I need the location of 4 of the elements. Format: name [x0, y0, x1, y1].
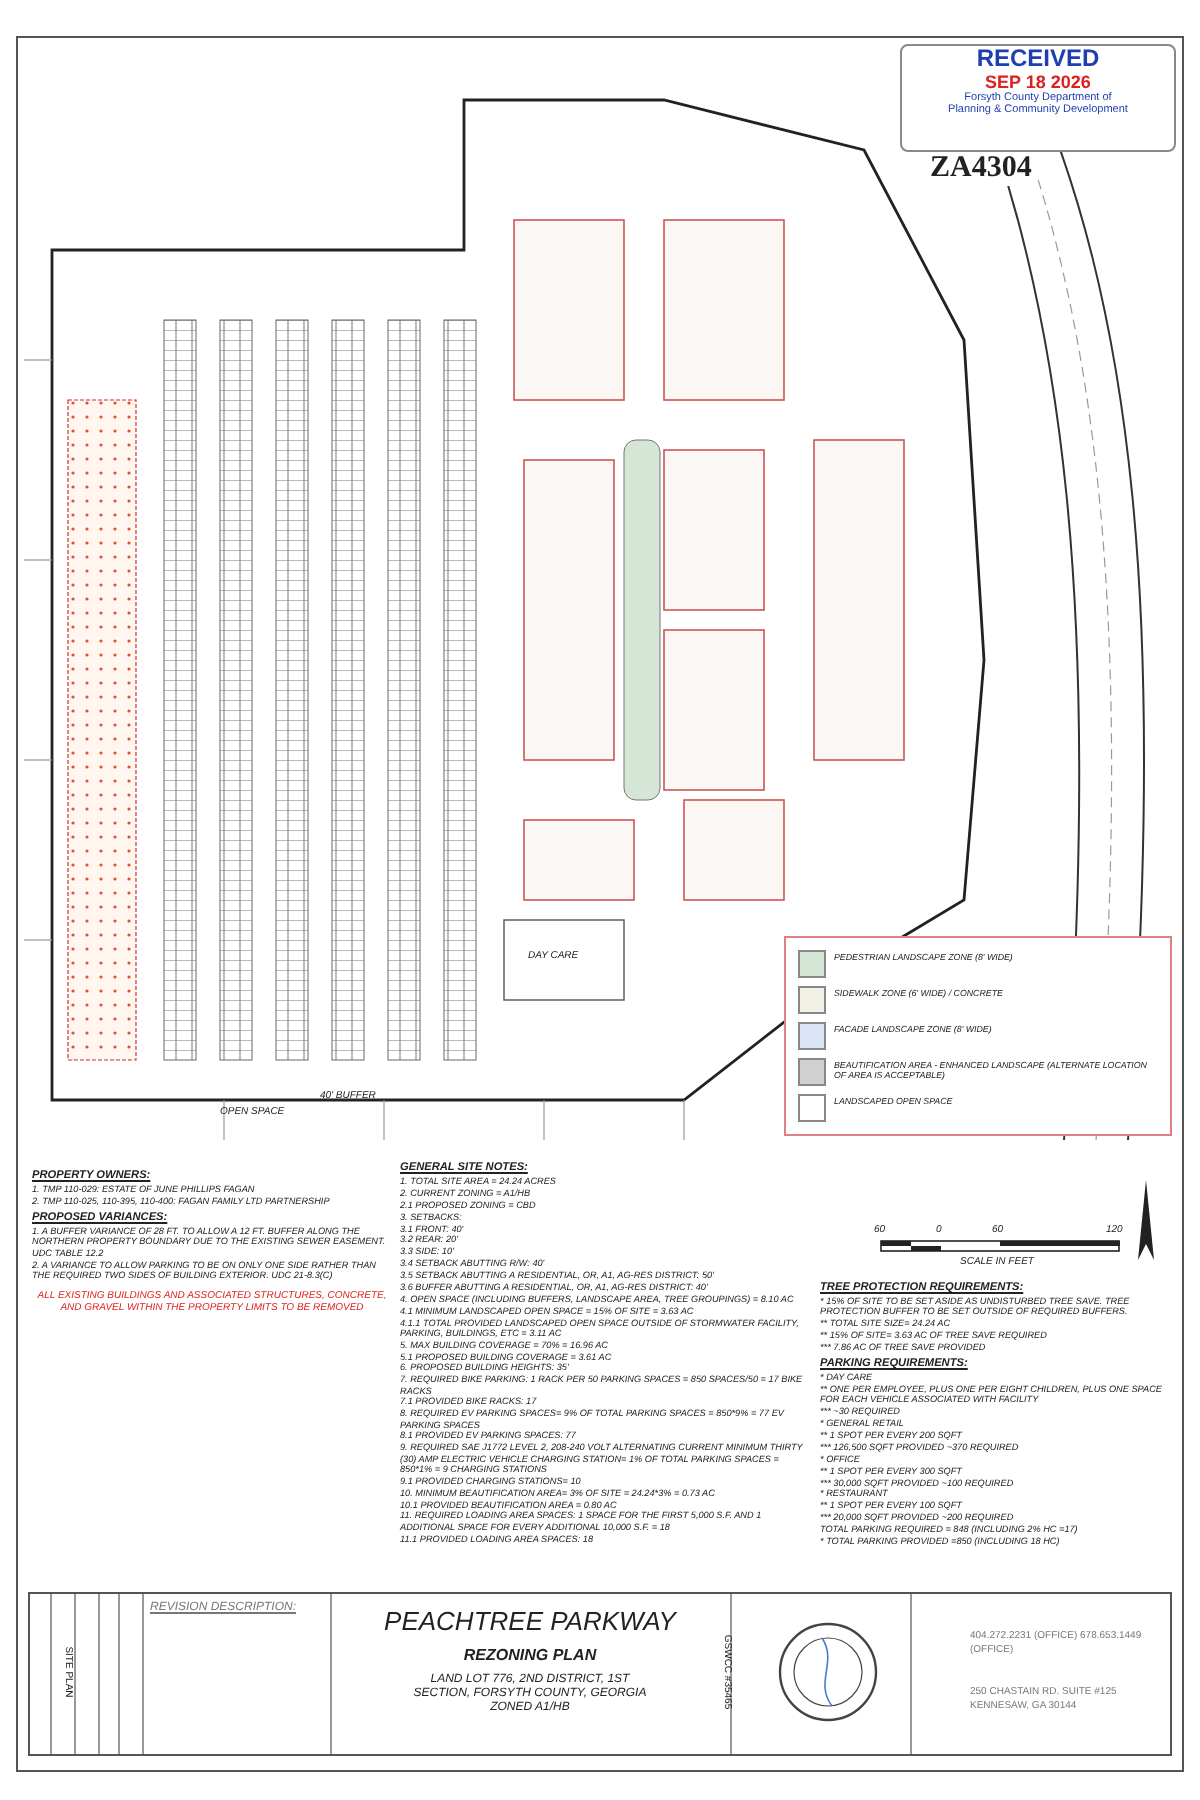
- stamp-heading: RECEIVED: [974, 46, 1102, 72]
- plan-subtitle: REZONING PLAN: [461, 1646, 599, 1664]
- stamp-date: SEP 18 2026: [983, 72, 1093, 92]
- project-title: PEACHTREE PARKWAY: [382, 1606, 679, 1636]
